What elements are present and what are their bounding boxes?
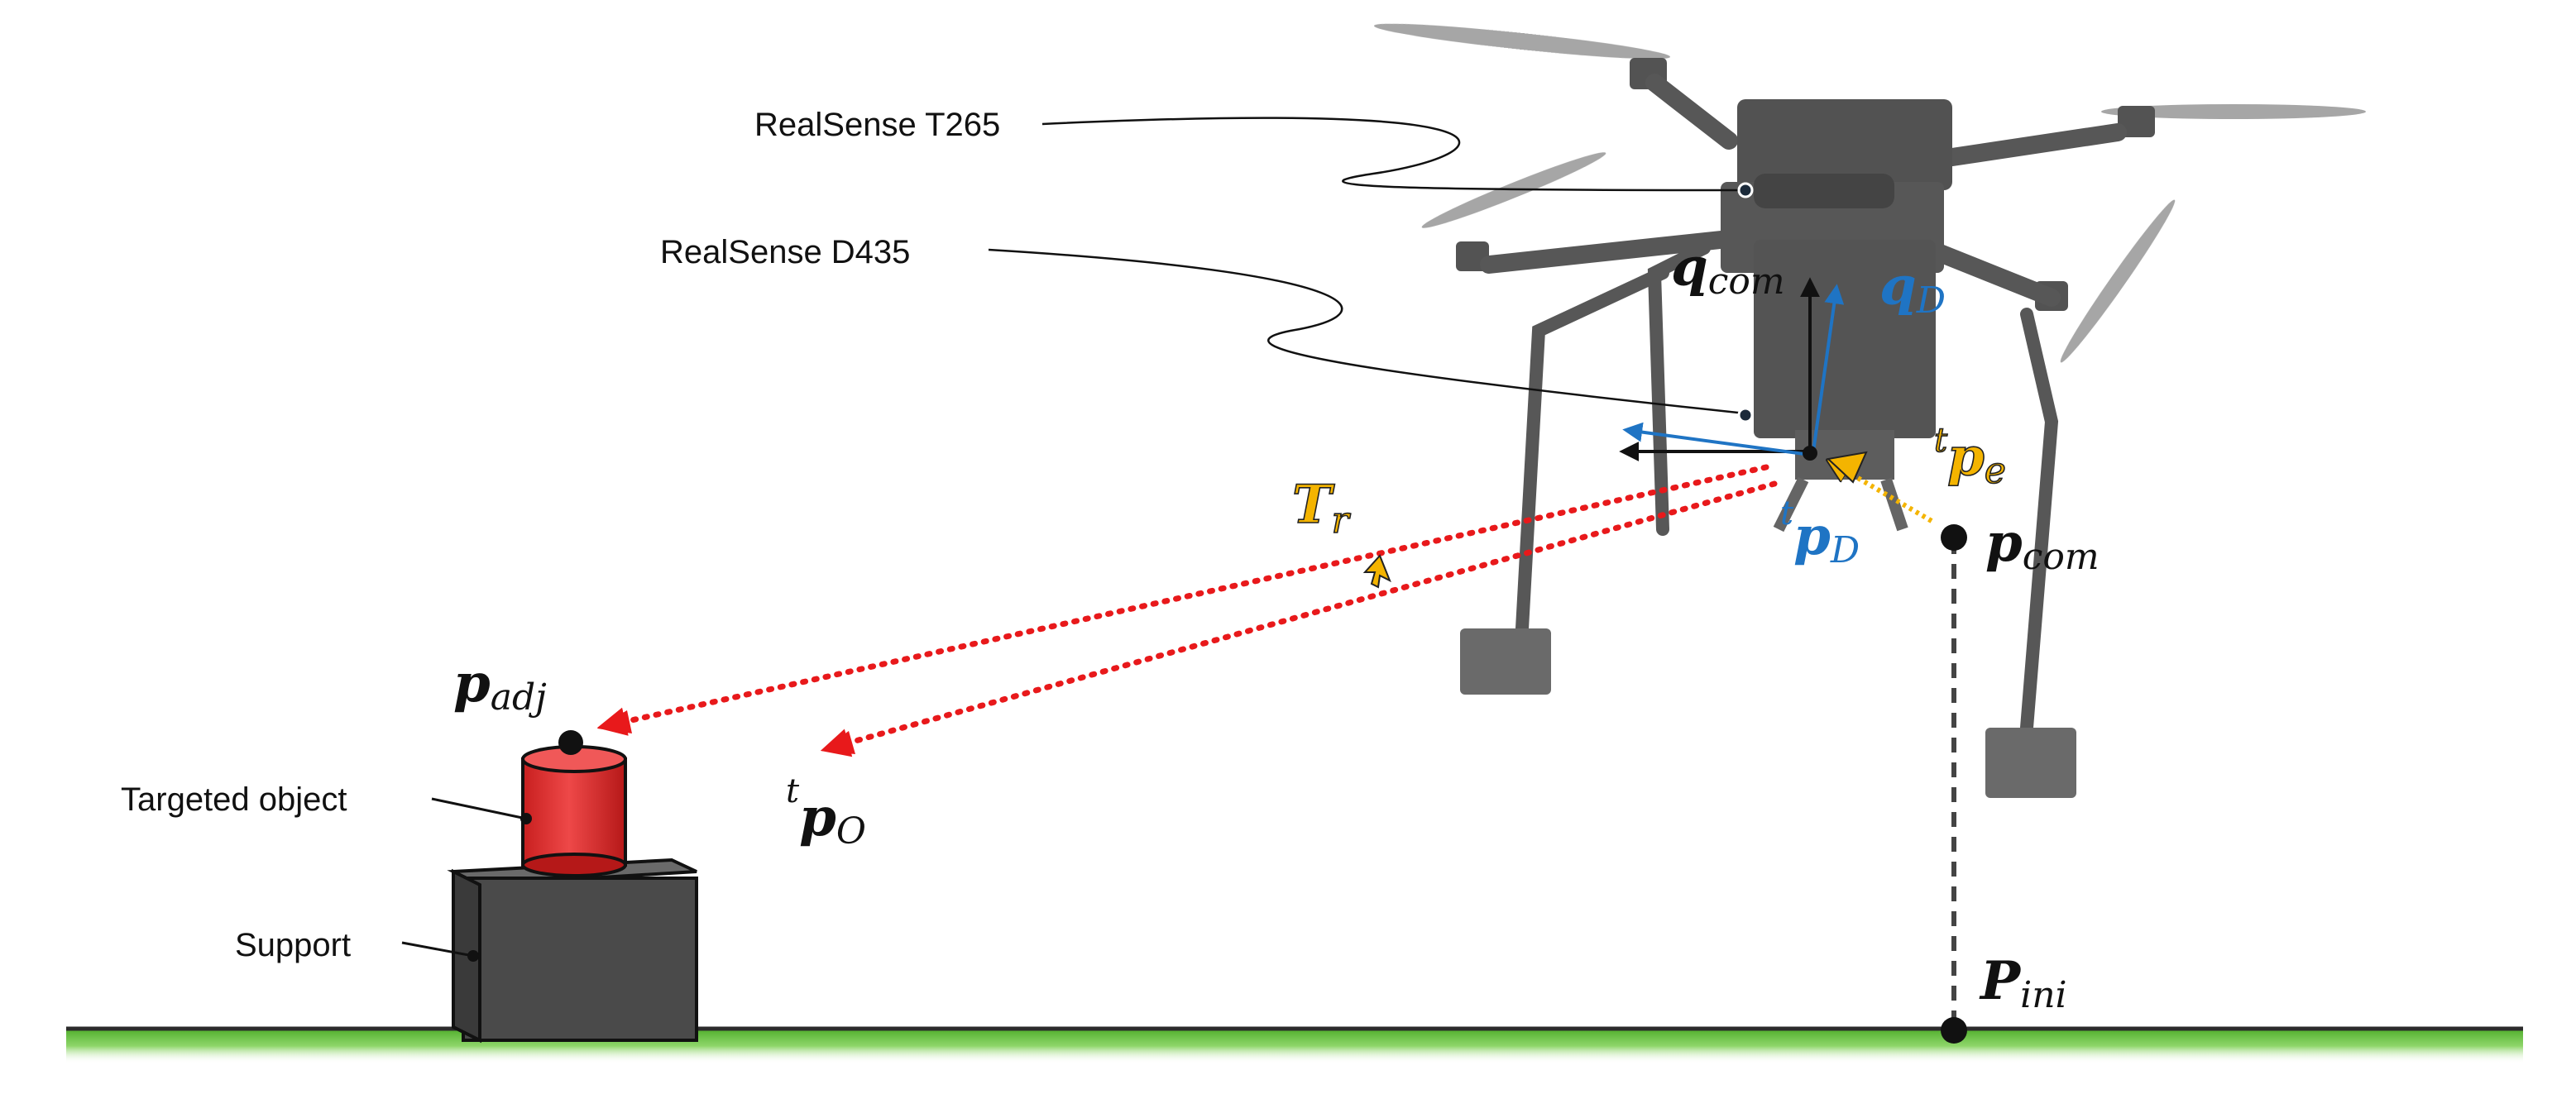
quadrotor-drone-icon bbox=[1373, 23, 2366, 798]
targeted-object-label: Targeted object bbox=[121, 781, 347, 818]
sensor-origin-dot bbox=[1803, 446, 1817, 461]
gray-box-icon bbox=[447, 858, 698, 1044]
p-adj-symbol: padj bbox=[453, 652, 547, 719]
p-ini-symbol: Pini bbox=[1979, 950, 2067, 1016]
p-ini-dot bbox=[1941, 1017, 1967, 1044]
ground bbox=[66, 1026, 2523, 1063]
p-com-symbol: pcom bbox=[1985, 512, 2100, 578]
sensor-frame-axes bbox=[1619, 277, 1845, 461]
transform-pointer-arrow bbox=[1362, 554, 1391, 589]
t265-camera-icon bbox=[1754, 174, 1894, 208]
t-r-symbol: Tr bbox=[1292, 474, 1352, 542]
p-adj-dot bbox=[558, 730, 583, 755]
t265-pointer-dot bbox=[1737, 182, 1754, 198]
t265-label: RealSense T265 bbox=[754, 107, 1000, 143]
t-p-e-symbol: tpe bbox=[1934, 422, 2006, 492]
p-com-dot bbox=[1941, 524, 1967, 551]
q-d-symbol: qD bbox=[1879, 256, 1946, 322]
q-com-symbol: qcom bbox=[1671, 236, 1785, 303]
red-cylinder-icon bbox=[521, 745, 627, 877]
t-p-d-symbol: tpD bbox=[1780, 494, 1860, 571]
approach-trajectories bbox=[596, 464, 1778, 757]
t-p-o-symbol: tpO bbox=[786, 772, 866, 853]
support-label: Support bbox=[235, 927, 351, 963]
d435-label: RealSense D435 bbox=[660, 234, 910, 270]
d435-pointer-dot bbox=[1737, 407, 1754, 423]
